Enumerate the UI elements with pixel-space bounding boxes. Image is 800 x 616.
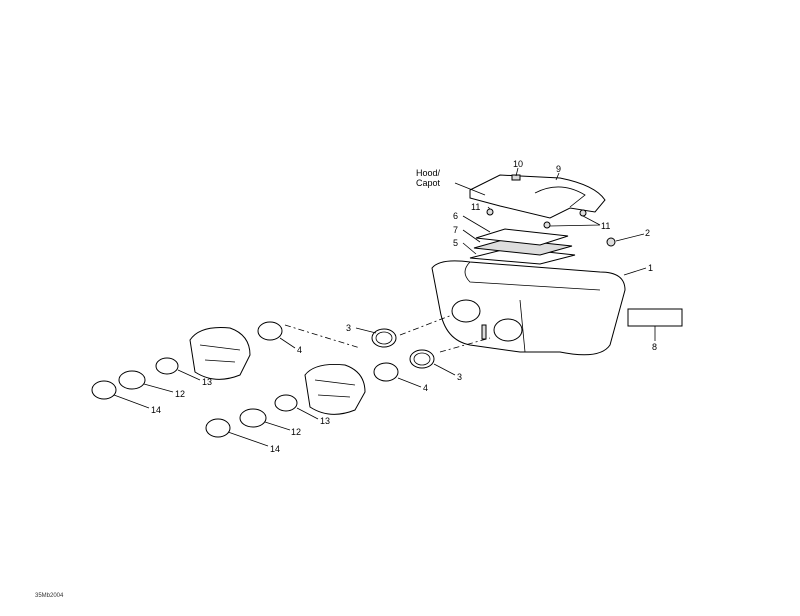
callout-11: 11 <box>471 202 480 212</box>
callout-7: 7 <box>453 225 458 235</box>
callout-1: 1 <box>648 263 653 273</box>
callout-8: 8 <box>652 342 657 352</box>
callout-3: 3 <box>346 323 351 333</box>
carburetor-part <box>189 327 366 415</box>
callout-4: 4 <box>297 345 302 355</box>
callout-10: 10 <box>513 159 523 169</box>
callout-hood-line2: Capot <box>416 178 441 188</box>
screw-icon <box>579 209 587 217</box>
leader-lines <box>113 167 656 447</box>
callout-14: 14 <box>151 405 161 415</box>
callout-12: 12 <box>291 427 301 437</box>
callout-6: 6 <box>453 211 458 221</box>
clamps-part <box>91 321 435 438</box>
airbox-part <box>431 260 626 356</box>
drawing-code: 35Mb2004 <box>35 593 64 599</box>
callout-5: 5 <box>453 238 458 248</box>
label-plate-part <box>627 308 683 327</box>
filter-stack-part <box>469 228 576 265</box>
callout-9: 9 <box>556 164 561 174</box>
callout-4: 4 <box>423 383 428 393</box>
plug-icon <box>606 237 616 247</box>
callout-13: 13 <box>202 377 212 387</box>
callout-12: 12 <box>175 389 185 399</box>
callout-3: 3 <box>457 372 462 382</box>
callout-hood-line1: Hood/ <box>416 168 441 178</box>
screw-icon <box>543 221 551 229</box>
screw-icon <box>486 208 494 216</box>
callout-11: 11 <box>601 221 610 231</box>
callout-13: 13 <box>320 416 330 426</box>
callout-14: 14 <box>270 444 280 454</box>
callout-2: 2 <box>645 228 650 238</box>
